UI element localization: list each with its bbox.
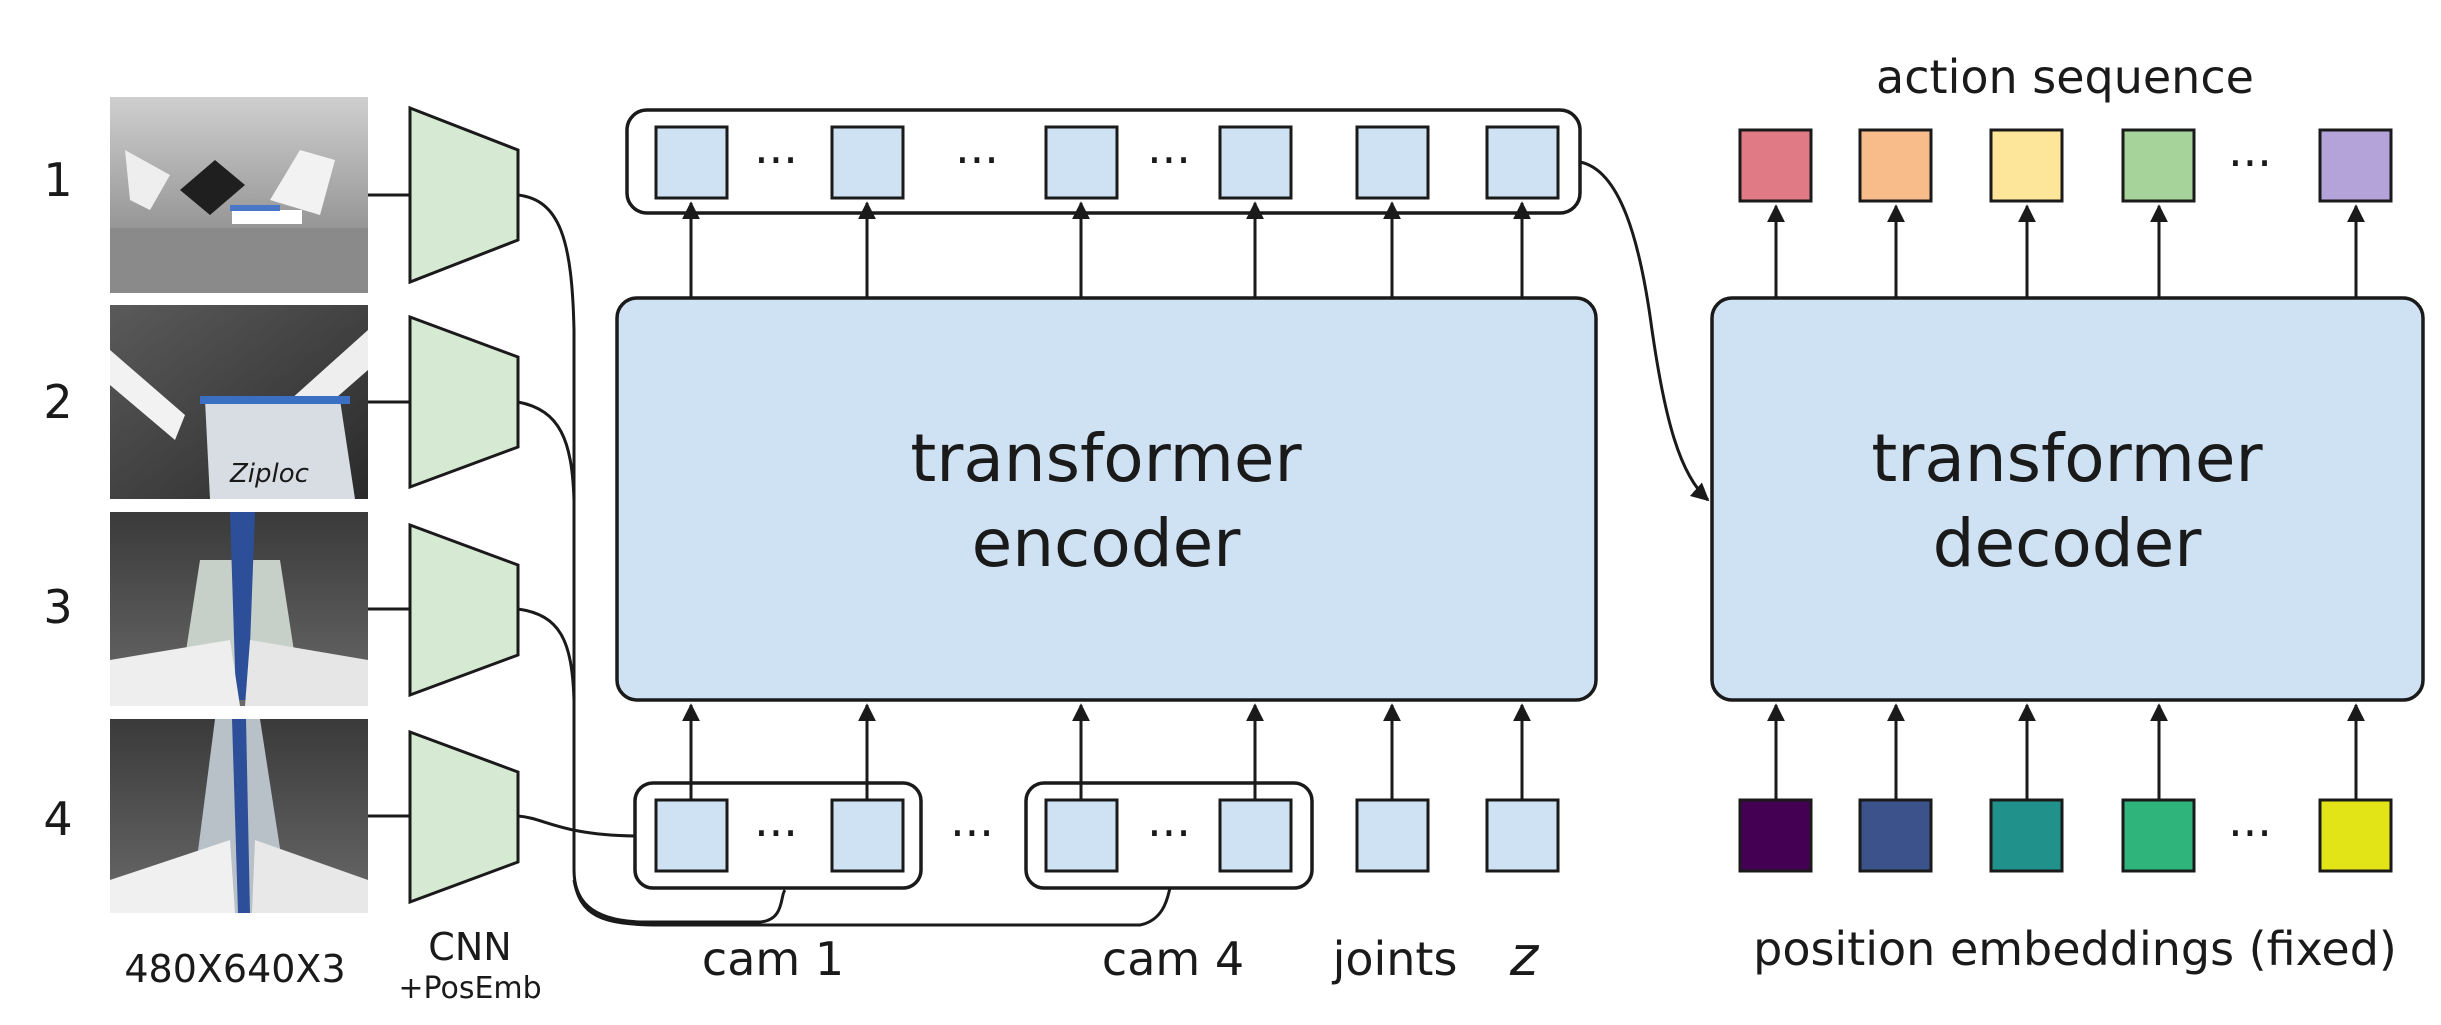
encoder-output-token xyxy=(830,125,905,200)
encoder-label-line2: encoder xyxy=(972,505,1242,582)
action-token xyxy=(2318,128,2393,203)
ellipsis: ··· xyxy=(1147,806,1191,860)
encoder-input-arrows xyxy=(682,703,1531,800)
cam1-token xyxy=(654,798,729,873)
cnn-block-4 xyxy=(408,729,520,905)
joints-label: joints xyxy=(1332,932,1458,986)
cam1-token-group xyxy=(633,781,923,890)
cam4-token-group xyxy=(1024,781,1314,890)
encoder-output-arrows xyxy=(682,201,1531,298)
latent-token xyxy=(1485,798,1560,873)
position-token xyxy=(1738,798,1813,873)
action-sequence-title: action sequence xyxy=(1876,50,2254,104)
position-token xyxy=(2121,798,2196,873)
cam1-label: cam 1 xyxy=(702,932,844,986)
camera-view-4-icon xyxy=(110,719,368,913)
encoder-input-tokens: ··· ··· ··· xyxy=(654,798,1560,873)
transformer-decoder-box xyxy=(1710,296,2425,702)
decoder-label-line2: decoder xyxy=(1933,505,2203,582)
svg-text:Ziploc: Ziploc xyxy=(229,459,309,489)
encoder-output-token xyxy=(654,125,729,200)
cam4-token xyxy=(1218,798,1293,873)
position-token xyxy=(2318,798,2393,873)
transformer-encoder-box xyxy=(615,296,1598,702)
decoder-label-line1: transformer xyxy=(1871,420,2263,497)
cnn-block-3 xyxy=(408,522,520,698)
row-label-2: 2 xyxy=(43,375,72,429)
ellipsis: ··· xyxy=(2228,806,2272,860)
row-label-1: 1 xyxy=(43,153,72,207)
encoder-output-token xyxy=(1485,125,1560,200)
cnn-block-2 xyxy=(408,314,520,490)
cam4-label: cam 4 xyxy=(1102,932,1244,986)
ellipsis: ··· xyxy=(955,133,999,187)
position-embeddings-title: position embeddings (fixed) xyxy=(1753,922,2397,976)
action-token xyxy=(1738,128,1813,203)
action-token xyxy=(1858,128,1933,203)
ellipsis: ··· xyxy=(2228,136,2272,190)
encoder-output-token xyxy=(1355,125,1430,200)
ellipsis: ··· xyxy=(754,806,798,860)
action-token xyxy=(2121,128,2196,203)
row-label-3: 3 xyxy=(43,580,72,634)
encoder-label-line1: transformer xyxy=(910,420,1302,497)
camera-view-2-icon: Ziploc xyxy=(110,305,368,499)
encoder-output-token xyxy=(1218,125,1293,200)
position-token xyxy=(1989,798,2064,873)
encoder-to-decoder-arrow xyxy=(1579,160,1710,502)
encoder-output-token xyxy=(1044,125,1119,200)
ellipsis: ··· xyxy=(950,806,994,860)
cnn-sublabel: +PosEmb xyxy=(398,971,541,1006)
position-token xyxy=(1858,798,1933,873)
decoder-output-arrows xyxy=(1767,204,2365,298)
ellipsis: ··· xyxy=(754,133,798,187)
encoder-output-group xyxy=(625,108,1582,215)
joints-token xyxy=(1355,798,1430,873)
decoder-input-arrows xyxy=(1767,703,2365,800)
cam1-token xyxy=(830,798,905,873)
latent-label: z xyxy=(1509,925,1540,988)
cam4-token xyxy=(1044,798,1119,873)
action-token xyxy=(1989,128,2064,203)
encoder-output-tokens: ··· ··· ··· xyxy=(654,125,1560,200)
ellipsis: ··· xyxy=(1147,133,1191,187)
cnn-label: CNN xyxy=(428,925,511,969)
row-label-4: 4 xyxy=(43,792,72,846)
cnn-block-1 xyxy=(408,105,520,285)
camera-view-3-icon xyxy=(110,512,368,706)
action-tokens: ··· xyxy=(1738,128,2393,203)
position-embedding-tokens: ··· xyxy=(1738,798,2393,873)
camera-view-1-icon xyxy=(110,97,368,293)
resolution-label: 480X640X3 xyxy=(124,947,345,991)
